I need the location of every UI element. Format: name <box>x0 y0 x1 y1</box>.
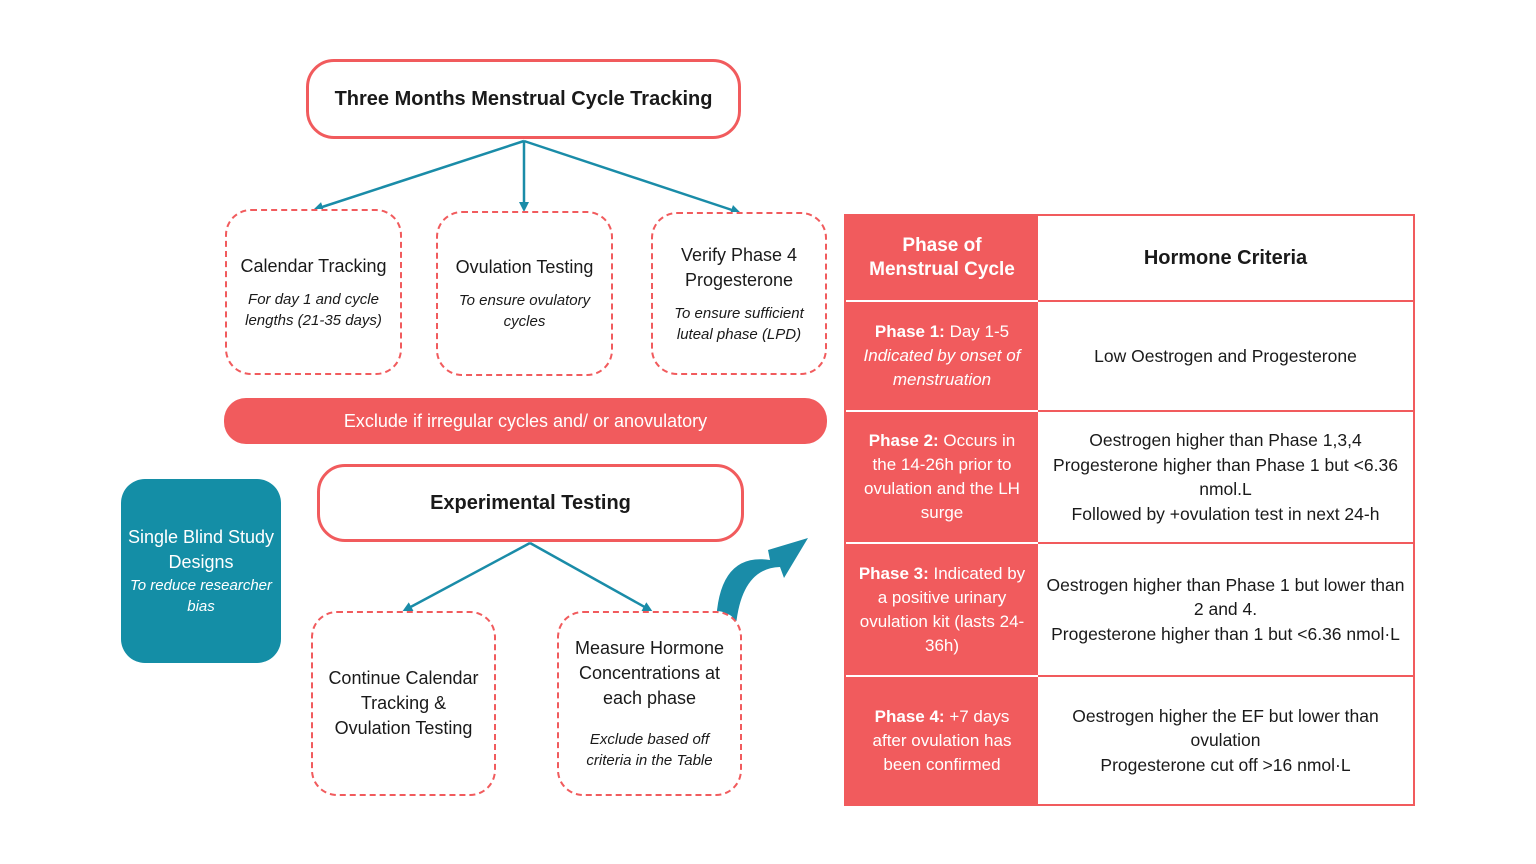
table-row-phase-3: Phase 3: Indicated by a positive urinary… <box>846 544 1038 677</box>
measure-hormone-title: Measure Hormone Concentrations at each p… <box>574 638 725 708</box>
calendar-tracking-box: Calendar Tracking For day 1 and cycle le… <box>225 209 402 375</box>
ovulation-testing-subtitle: To ensure ovulatory cycles <box>458 292 591 330</box>
measure-hormone-box: Measure Hormone Concentrations at each p… <box>557 611 742 796</box>
phase-4-label: Phase 4: <box>874 706 945 726</box>
header-criteria-text: Hormone Criteria <box>1143 246 1308 269</box>
arrow-to-continue <box>402 541 531 612</box>
table-row-criteria-2: Oestrogen higher than Phase 1,3,4 Proges… <box>1038 412 1413 544</box>
table-row-criteria-4: Oestrogen higher the EF but lower than o… <box>1038 677 1413 804</box>
table-row-phase-1: Phase 1: Day 1-5 Indicated by onset of m… <box>846 302 1038 412</box>
criteria-1-line-1: Low Oestrogen and Progesterone <box>1094 345 1357 366</box>
continue-tracking-box: Continue Calendar Tracking & Ovulation T… <box>311 611 496 796</box>
tracking-title-box: Three Months Menstrual Cycle Tracking <box>306 59 741 139</box>
arrow-to-calendar <box>313 139 525 212</box>
header-phase-text: Phase of Menstrual Cycle <box>869 235 1015 280</box>
arrow-to-measure <box>529 541 653 612</box>
phase-4-text: +7 days after ovulation has been confirm… <box>872 706 1012 774</box>
single-blind-box: Single Blind Study Designs To reduce res… <box>121 479 281 663</box>
criteria-3-line-2: Progesterone higher than 1 but <6.36 nmo… <box>1051 623 1400 644</box>
table-header-phase: Phase of Menstrual Cycle <box>846 216 1038 302</box>
criteria-3-line-1: Oestrogen higher than Phase 1 but lower … <box>1046 574 1405 620</box>
table-row-criteria-1: Low Oestrogen and Progesterone <box>1038 302 1413 412</box>
phase-1-italic: Indicated by onset of menstruation <box>863 346 1021 389</box>
phase-1-text: Day 1-5 <box>944 322 1010 341</box>
criteria-2-line-2: Progesterone higher than Phase 1 but <6.… <box>1053 454 1398 500</box>
single-blind-subtitle: To reduce researcher bias <box>129 577 273 615</box>
curved-arrow-to-table <box>716 538 808 625</box>
arrow-to-verify <box>523 139 741 215</box>
criteria-2-line-3: Followed by +ovulation test in next 24-h <box>1071 503 1380 524</box>
single-blind-title: Single Blind Study Designs <box>127 527 275 572</box>
continue-tracking-title: Continue Calendar Tracking & Ovulation T… <box>328 668 479 738</box>
criteria-4-line-1: Oestrogen higher the EF but lower than o… <box>1072 705 1379 751</box>
measure-hormone-subtitle: Exclude based off criteria in the Table <box>586 731 713 769</box>
tracking-title: Three Months Menstrual Cycle Tracking <box>334 87 713 110</box>
phase-1-label: Phase 1: <box>874 322 945 341</box>
verify-phase4-subtitle: To ensure sufficient luteal phase (LPD) <box>674 304 804 343</box>
exclude-bar-text: Exclude if irregular cycles and/ or anov… <box>343 410 708 431</box>
hormone-criteria-table: Phase of Menstrual Cycle Hormone Criteri… <box>844 214 1415 806</box>
table-row-phase-4: Phase 4: +7 days after ovulation has bee… <box>846 677 1038 804</box>
phase-2-label: Phase 2: <box>868 431 939 450</box>
table-row-criteria-3: Oestrogen higher than Phase 1 but lower … <box>1038 544 1413 677</box>
verify-phase4-box: Verify Phase 4 Progesterone To ensure su… <box>651 212 827 375</box>
experimental-title-box: Experimental Testing <box>317 464 744 542</box>
criteria-2-line-1: Oestrogen higher than Phase 1,3,4 <box>1089 430 1362 450</box>
table-header-criteria: Hormone Criteria <box>1038 216 1413 302</box>
calendar-tracking-title: Calendar Tracking <box>240 255 387 276</box>
phase-3-label: Phase 3: <box>858 563 929 583</box>
verify-phase4-title: Verify Phase 4 Progesterone <box>680 244 798 290</box>
ovulation-testing-title: Ovulation Testing <box>455 257 594 277</box>
phase-2-text: Occurs in the 14-26h prior to ovulation … <box>864 431 1020 522</box>
table-row-phase-2: Phase 2: Occurs in the 14-26h prior to o… <box>846 412 1038 544</box>
calendar-tracking-subtitle: For day 1 and cycle lengths (21-35 days) <box>245 290 382 329</box>
phase-3-text: Indicated by a positive urinary ovulatio… <box>859 563 1026 655</box>
ovulation-testing-box: Ovulation Testing To ensure ovulatory cy… <box>436 211 613 376</box>
criteria-4-line-2: Progesterone cut off >16 nmol·L <box>1100 754 1351 775</box>
exclude-bar: Exclude if irregular cycles and/ or anov… <box>224 398 827 444</box>
experimental-title: Experimental Testing <box>430 491 631 514</box>
